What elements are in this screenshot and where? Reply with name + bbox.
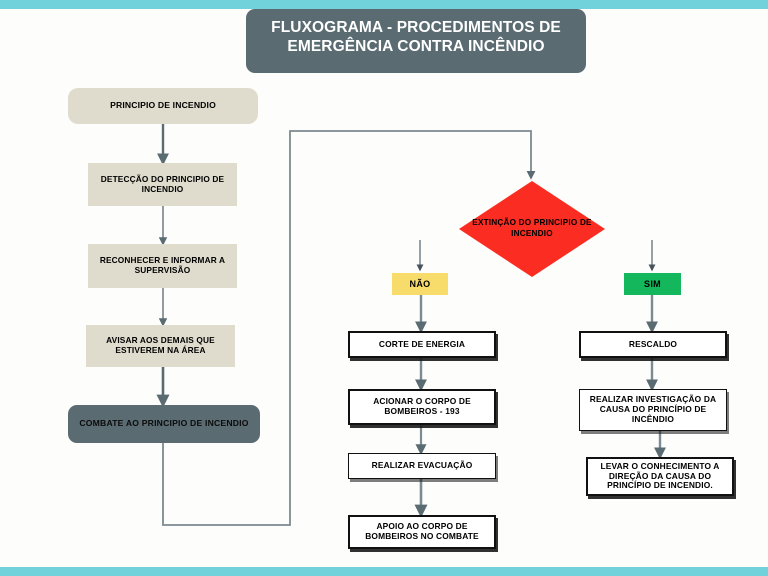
node-label: APOIO AO CORPO DE BOMBEIROS NO COMBATE: [365, 521, 479, 541]
node-label: RESCALDO: [628, 338, 678, 349]
badge-sim[interactable]: SIM: [624, 273, 681, 295]
node-apoio-corpo-bombeiros[interactable]: APOIO AO CORPO DE BOMBEIROS NO COMBATE: [348, 515, 496, 549]
node-avisar-aos-demais[interactable]: AVISAR AOS DEMAIS QUE ESTIVEREM NA ÁREA: [86, 325, 235, 367]
node-combate-ao-principio[interactable]: COMBATE AO PRINCIPIO DE INCENDIO: [68, 405, 260, 443]
node-acionar-corpo-bombeiros[interactable]: ACIONAR O CORPO DE BOMBEIROS - 193: [348, 389, 496, 425]
node-realizar-evacuacao[interactable]: REALIZAR EVACUAÇÃO: [348, 453, 496, 479]
node-label: ACIONAR O CORPO DE BOMBEIROS - 193: [373, 396, 471, 416]
bottom-accent-bar: [0, 567, 768, 576]
node-label: RECONHECER E INFORMAR A SUPERVISÃO: [99, 255, 226, 275]
decision-extincao-do-principio[interactable]: EXTINÇÃO DO PRINCIPIO DE INCENDIO: [459, 181, 605, 277]
node-deteccao-do-principio[interactable]: DETECÇÃO DO PRINCIPIO DE INCENDIO: [88, 163, 237, 206]
node-realizar-investigacao[interactable]: REALIZAR INVESTIGAÇÃO DA CAUSA DO PRINCÍ…: [579, 389, 727, 431]
node-reconhecer-informar-supervisao[interactable]: RECONHECER E INFORMAR A SUPERVISÃO: [88, 244, 237, 288]
node-levar-conhecimento-direcao[interactable]: LEVAR O CONHECIMENTO A DIREÇÃO DA CAUSA …: [586, 457, 734, 496]
node-label: LEVAR O CONHECIMENTO A DIREÇÃO DA CAUSA …: [600, 460, 720, 491]
node-label: DETECÇÃO DO PRINCIPIO DE INCENDIO: [100, 173, 225, 194]
node-label: AVISAR AOS DEMAIS QUE ESTIVEREM NA ÁREA: [106, 335, 215, 355]
badge-nao[interactable]: NÃO: [392, 273, 448, 295]
node-principio-de-incendio[interactable]: PRINCIPIO DE INCENDIO: [68, 88, 258, 124]
node-label: REALIZAR INVESTIGAÇÃO DA CAUSA DO PRINCÍ…: [589, 394, 717, 424]
node-label: PRINCIPIO DE INCENDIO: [110, 100, 216, 111]
top-accent-bar: [0, 0, 768, 9]
page-title-line1: FLUXOGRAMA - PROCEDIMENTOS DE: [271, 19, 561, 36]
page-title-text: FLUXOGRAMA - PROCEDIMENTOS DE EMERGÊNCIA…: [256, 18, 576, 56]
node-label: REALIZAR EVACUAÇÃO: [371, 460, 473, 471]
node-label: CORTE DE ENERGIA: [378, 338, 466, 349]
node-corte-de-energia[interactable]: CORTE DE ENERGIA: [348, 331, 496, 358]
page-title-line2: EMERGÊNCIA CONTRA INCÊNDIO: [287, 38, 545, 56]
badge-label: SIM: [644, 279, 661, 289]
decision-label: EXTINÇÃO DO PRINCIPIO DE INCENDIO: [472, 218, 592, 238]
node-rescaldo[interactable]: RESCALDO: [579, 331, 727, 358]
badge-label: NÃO: [409, 279, 431, 289]
page-title: FLUXOGRAMA - PROCEDIMENTOS DE EMERGÊNCIA…: [246, 9, 586, 73]
node-label: COMBATE AO PRINCIPIO DE INCENDIO: [79, 418, 249, 429]
